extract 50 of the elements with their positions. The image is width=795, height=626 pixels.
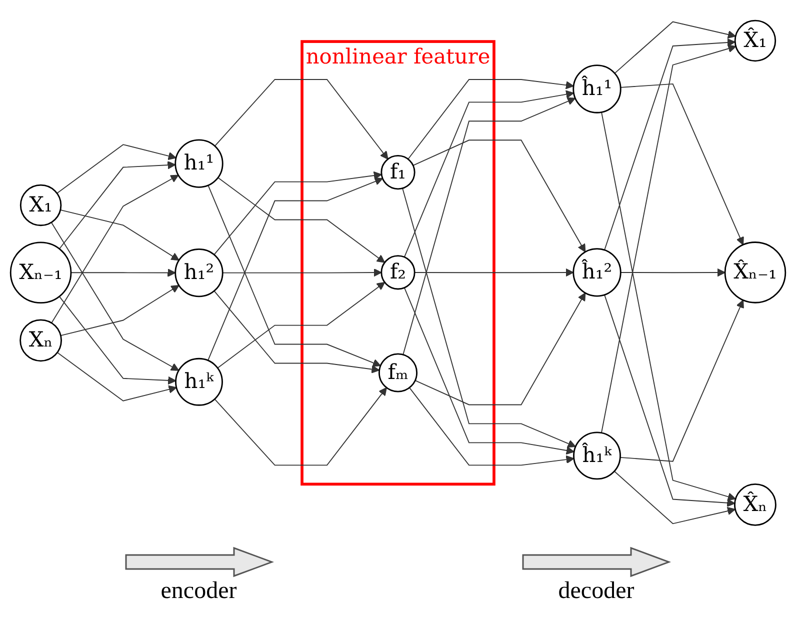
arrow [620,84,744,246]
node-circle: fₘ [378,353,418,392]
arrow [59,210,179,261]
arrow [600,112,736,501]
node-circle: h₁² [174,248,223,298]
arrow [214,79,388,160]
node-circle: h₁ᵏ [174,358,222,406]
arrow [58,161,176,250]
node-circle: X₁ [19,184,62,226]
arrow [58,296,176,385]
arrow [604,294,735,508]
node-circle: X̂ₙ [734,484,776,526]
arrow [402,97,576,356]
arrow [50,222,179,371]
arrow [614,21,736,74]
node-circle: Xₙ₋₁ [9,242,72,304]
node-circle: h₁¹ [174,139,223,188]
arrow [403,90,574,258]
direction-label: decoder [558,578,634,605]
arrow [408,387,574,466]
arrow [412,140,586,252]
node-circle: X̂ₙ₋₁ [724,242,786,304]
arrow [56,352,176,402]
arrow [213,171,382,256]
arrow [56,144,176,194]
arrow [619,300,744,462]
node-circle: X̂₁ [734,20,776,62]
arrow [50,174,178,324]
arrow [600,44,736,434]
arrow [620,268,725,277]
arrow [70,268,176,278]
arrow [407,79,574,160]
arrow [214,387,386,466]
arrow [60,285,179,336]
arrow [414,292,586,406]
node-circle: f₂ [380,255,415,290]
arrow [403,287,574,455]
arrow [216,282,385,369]
arrow [402,188,576,448]
arrow [213,290,380,374]
node-circle: ĥ₁¹ [572,64,621,114]
node-circle: f₁ [380,155,415,190]
arrow [613,470,736,524]
node-circle: Xₙ [19,319,62,362]
arrow [222,268,382,277]
arrow [414,268,574,277]
arrow [604,38,735,251]
arrow [217,177,385,264]
node-circle: ĥ₁² [572,248,621,297]
direction-label: encoder [160,578,237,605]
